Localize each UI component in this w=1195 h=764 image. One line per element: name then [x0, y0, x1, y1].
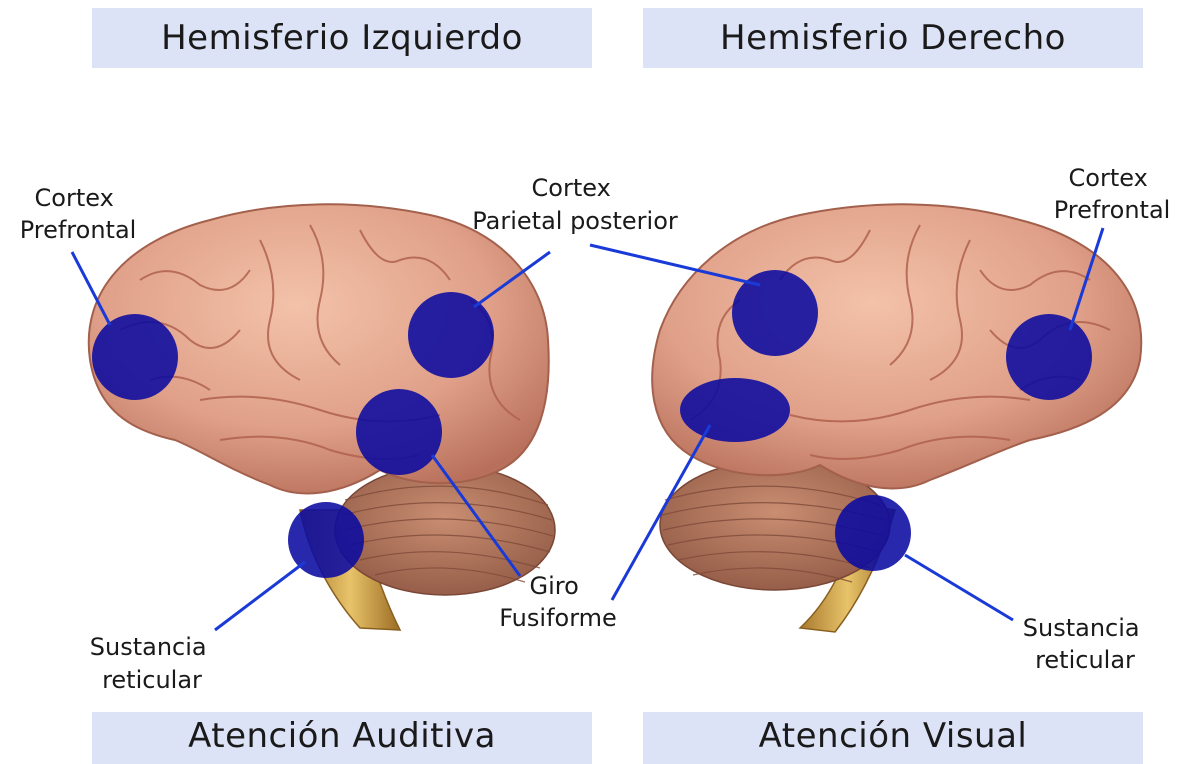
label-left-reticular: Sustancia reticular: [90, 633, 215, 694]
label-right-prefrontal: Cortex Prefrontal: [1054, 164, 1171, 224]
label-right-reticular: Sustancia reticular: [1023, 614, 1148, 674]
label-parietal: Cortex Parietal posterior: [472, 174, 678, 235]
label-right-prefrontal-line1: Cortex: [1069, 164, 1148, 192]
label-fusiform: Giro Fusiforme: [499, 572, 617, 632]
left-parietal-region: [408, 292, 494, 378]
label-parietal-line1: Cortex: [532, 174, 611, 202]
label-fusiform-line1: Giro: [530, 572, 579, 600]
leader-left-reticular: [215, 562, 305, 630]
label-right-reticular-line1: Sustancia: [1023, 614, 1140, 642]
label-right-reticular-line2: reticular: [1035, 646, 1135, 674]
label-fusiform-line2: Fusiforme: [499, 604, 617, 632]
label-left-prefrontal: Cortex Prefrontal: [20, 184, 137, 244]
left-cerebellum: [335, 465, 555, 595]
label-right-prefrontal-line2: Prefrontal: [1054, 196, 1171, 224]
label-left-prefrontal-line1: Cortex: [35, 184, 114, 212]
right-prefrontal-region: [1006, 314, 1092, 400]
label-left-reticular-line1: Sustancia: [90, 633, 207, 661]
label-parietal-line2: Parietal posterior: [472, 207, 678, 235]
right-fusiform-region: [680, 378, 790, 442]
left-fusiform-region: [356, 389, 442, 475]
leader-right-reticular: [905, 555, 1013, 620]
label-left-reticular-line2: reticular: [102, 666, 202, 694]
label-left-prefrontal-line2: Prefrontal: [20, 216, 137, 244]
left-prefrontal-region: [92, 314, 178, 400]
right-reticular-region: [835, 495, 911, 571]
